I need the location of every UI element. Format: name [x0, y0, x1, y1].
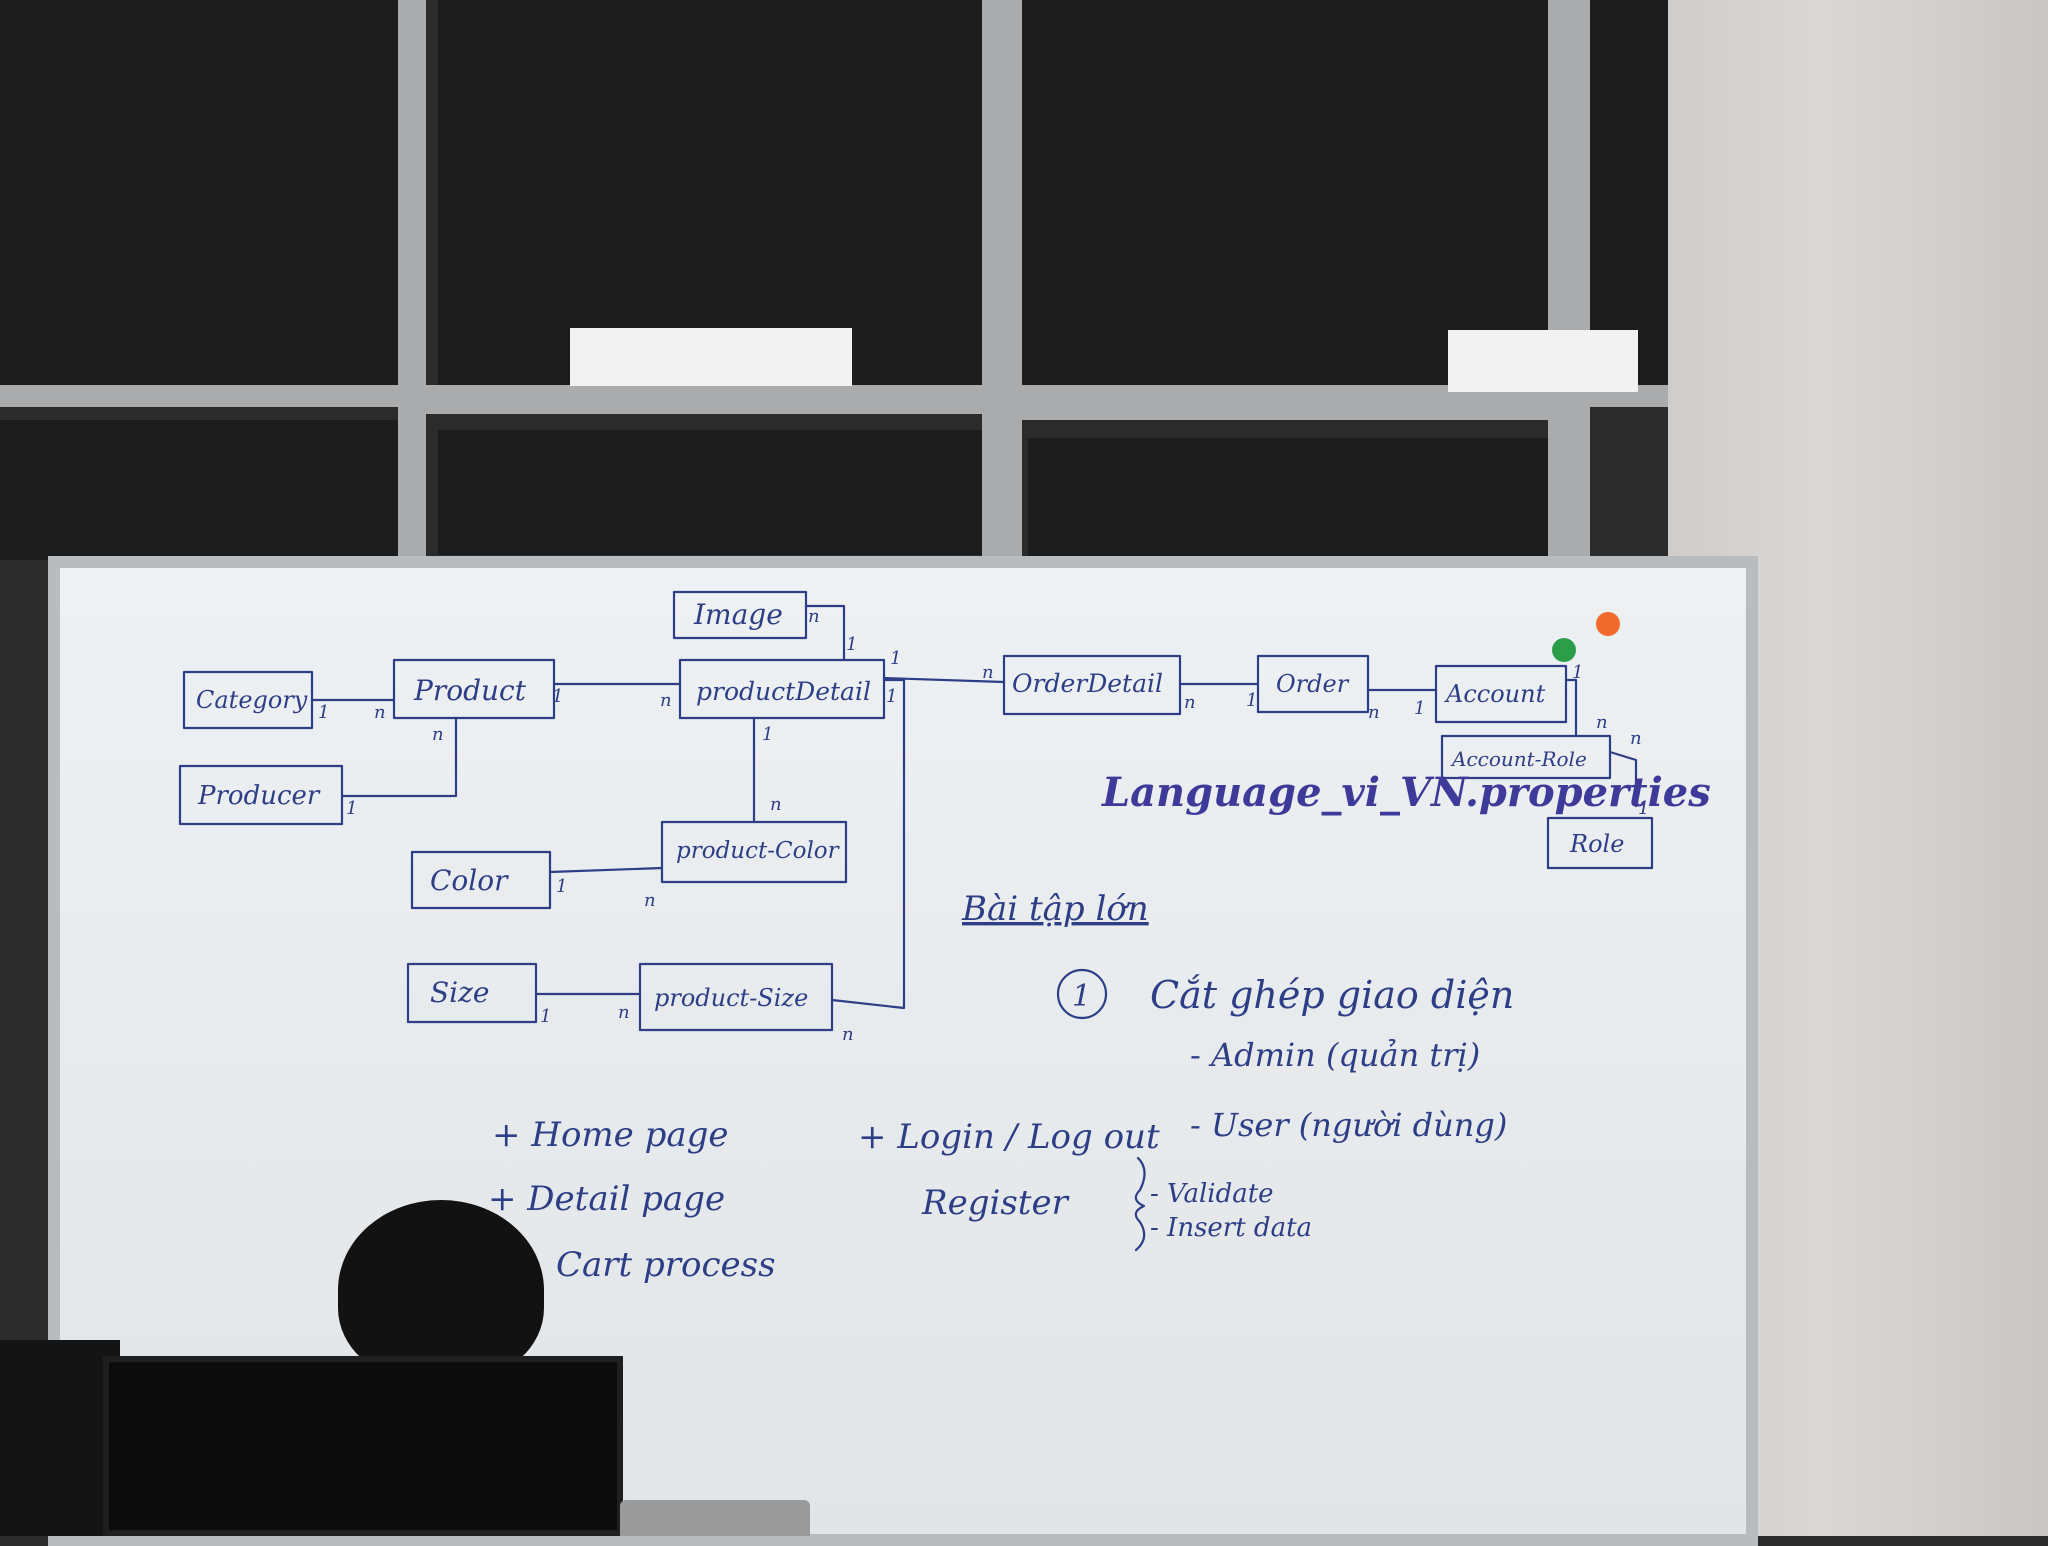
- window-pane: [1028, 438, 1558, 556]
- admin-note: - Admin (quản trị): [1190, 1036, 1480, 1074]
- mult-label: 1: [1638, 798, 1649, 819]
- mult-label: 1: [552, 686, 563, 707]
- window-frame: [398, 0, 426, 560]
- item-number: 1: [1072, 979, 1091, 1014]
- entity-account-label: Account: [1444, 680, 1546, 708]
- entity-product-size: product-Size: [638, 962, 834, 1032]
- window-pane: [0, 420, 400, 560]
- entity-account-role: Account-Role: [1440, 734, 1612, 780]
- entity-color-label: Color: [430, 864, 509, 897]
- window-frame: [1548, 0, 1590, 560]
- mult-label: 1: [1246, 690, 1257, 711]
- brace: [1134, 1156, 1146, 1252]
- mult-label: 1: [318, 702, 329, 723]
- detail-page-note: + Detail page: [488, 1179, 725, 1219]
- window-pane: [1020, 0, 1550, 390]
- mult-label: n: [1184, 692, 1196, 713]
- green-magnet: [1552, 638, 1576, 662]
- mult-label: n: [1368, 702, 1380, 723]
- entity-product: Product: [392, 658, 556, 720]
- entity-size: Size: [406, 962, 538, 1024]
- mult-label: n: [770, 794, 782, 815]
- insert-data-note: - Insert data: [1150, 1213, 1312, 1243]
- mult-label: n: [1630, 728, 1642, 749]
- entity-product-color-label: product-Color: [676, 838, 841, 864]
- mult-label: 1: [846, 634, 857, 655]
- orange-magnet: [1596, 612, 1620, 636]
- validate-note: - Validate: [1150, 1179, 1274, 1209]
- entity-account: Account: [1434, 664, 1568, 724]
- entity-color: Color: [410, 850, 552, 910]
- mult-label: n: [982, 662, 994, 683]
- entity-role: Role: [1546, 816, 1654, 870]
- computer-monitor: [103, 1356, 623, 1536]
- language-note: Language_vi_VN.properties: [1101, 769, 1711, 816]
- entity-order: Order: [1256, 654, 1370, 714]
- entity-product-detail-label: productDetail: [696, 677, 871, 706]
- entity-order-detail-label: OrderDetail: [1012, 669, 1163, 698]
- mult-label: 1: [890, 648, 901, 669]
- mult-label: n: [618, 1002, 630, 1023]
- window-pane: [438, 0, 983, 390]
- user-note: - User (người dùng): [1190, 1106, 1507, 1144]
- entity-size-label: Size: [430, 976, 489, 1009]
- relationship-lines: [310, 604, 1638, 1010]
- mult-label: n: [644, 890, 656, 911]
- entity-category: Category: [182, 670, 314, 730]
- mult-label: 1: [556, 876, 567, 897]
- ceiling-light: [1448, 330, 1638, 392]
- mult-label: 1: [762, 724, 773, 745]
- entity-category-label: Category: [196, 686, 308, 714]
- item-title: Cắt ghép giao diện: [1150, 973, 1514, 1017]
- window-pane: [438, 430, 983, 555]
- register-note: Register: [921, 1183, 1070, 1223]
- assignment-title: Bài tập lớn: [961, 889, 1149, 929]
- entity-image: Image: [672, 590, 808, 640]
- window-frame: [1020, 398, 1580, 420]
- window-pane: [0, 0, 400, 385]
- entity-role-label: Role: [1569, 830, 1624, 858]
- entity-producer: Producer: [178, 764, 344, 826]
- mult-label: 1: [540, 1006, 551, 1027]
- entity-product-label: Product: [413, 674, 527, 707]
- entity-order-label: Order: [1276, 670, 1350, 698]
- ceiling-light: [570, 328, 852, 386]
- person-head: [338, 1200, 544, 1380]
- multiplicity-labels: 1 n n 1 1 n n 1 1 1 n n 1 n 1 1 n n 1 1 …: [318, 606, 1649, 1045]
- mult-label: n: [660, 690, 672, 711]
- laptop-edge: [620, 1500, 810, 1536]
- login-logout-note: + Login / Log out: [858, 1117, 1160, 1157]
- entity-account-role-label: Account-Role: [1450, 747, 1587, 771]
- window-frame: [982, 0, 1022, 560]
- entity-product-color: product-Color: [660, 820, 848, 884]
- window-frame: [425, 392, 995, 414]
- mult-label: n: [1596, 712, 1608, 733]
- entity-producer-label: Producer: [197, 781, 321, 811]
- entity-order-detail: OrderDetail: [1002, 654, 1182, 716]
- mult-label: 1: [886, 686, 897, 707]
- window-pane: [1590, 0, 1668, 390]
- cart-process-note: Cart process: [556, 1245, 776, 1285]
- monitor-edge: [0, 1340, 120, 1536]
- entity-product-detail: productDetail: [678, 658, 886, 720]
- entity-product-size-label: product-Size: [654, 984, 808, 1012]
- mult-label: 1: [346, 798, 357, 819]
- mult-label: 1: [1414, 698, 1425, 719]
- home-page-note: + Home page: [492, 1115, 729, 1155]
- mult-label: n: [432, 724, 444, 745]
- entity-image-label: Image: [693, 598, 783, 631]
- mult-label: n: [842, 1024, 854, 1045]
- item-number-circle: [1056, 968, 1108, 1020]
- mult-label: n: [374, 702, 386, 723]
- mult-label: n: [808, 606, 820, 627]
- mult-label: 1: [1572, 662, 1583, 683]
